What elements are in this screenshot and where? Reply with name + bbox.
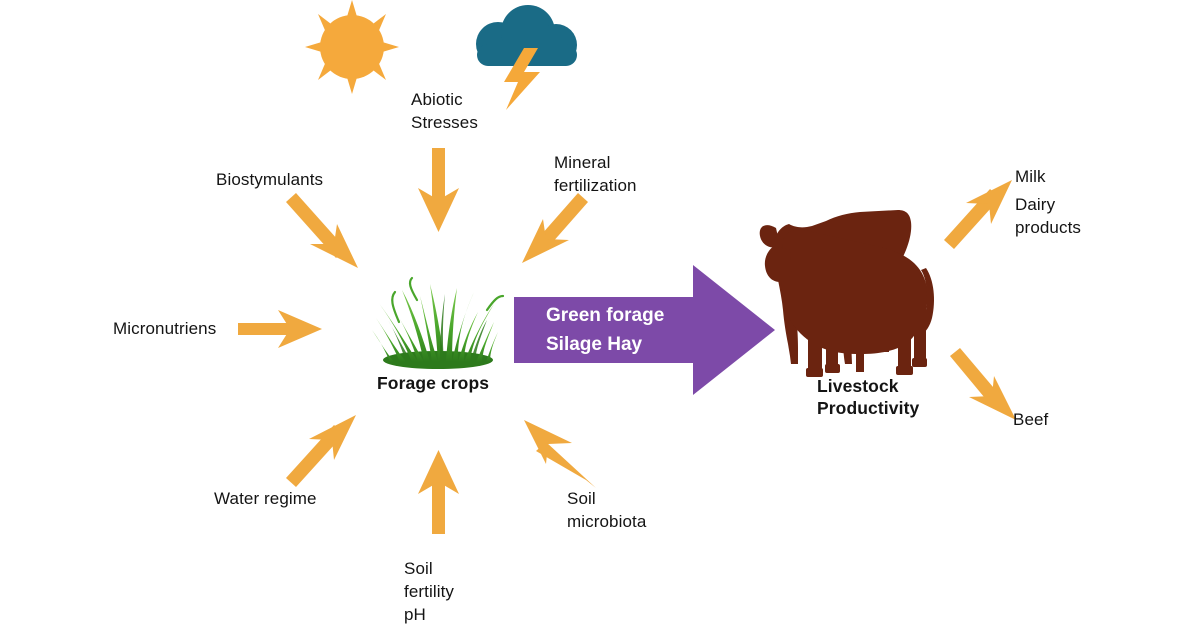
label-water-regime: Water regime xyxy=(214,489,317,508)
arrow-mineral-fertilization xyxy=(522,193,588,263)
label-forage-crops: Forage crops xyxy=(377,373,490,393)
sun-icon xyxy=(305,0,399,94)
label-livestock-productivity: Livestock Productivity xyxy=(817,376,920,418)
arrow-soil-fertility-ph xyxy=(418,450,459,534)
label-beef: Beef xyxy=(1013,410,1049,429)
flow-arrow xyxy=(514,265,775,395)
lightning-bolt-icon xyxy=(504,48,540,110)
label-abiotic-stresses: Abiotic Stresses xyxy=(411,90,478,132)
label-dairy-line2: products xyxy=(1015,218,1082,237)
arrow-abiotic-stresses xyxy=(418,148,459,232)
label-micronutriens: Micronutriens xyxy=(113,319,217,338)
arrow-water-regime xyxy=(286,415,356,487)
cow-silhouette-icon xyxy=(759,210,934,377)
label-soil-microbiota: Soil microbiota xyxy=(567,489,647,531)
label-soil-fertility-ph: Soil fertility pH xyxy=(404,559,455,624)
grass-tuft-icon xyxy=(372,276,505,369)
label-dairy-products: Dairy products xyxy=(1015,193,1081,239)
arrow-beef xyxy=(950,348,1016,420)
label-milk: Milk xyxy=(1015,167,1046,186)
flow-arrow-label: Green forage Silage Hay xyxy=(546,305,665,355)
arrow-micronutriens xyxy=(238,310,322,348)
label-dairy-line1: Dairy xyxy=(1015,195,1056,214)
arrow-biostymulants xyxy=(286,193,358,268)
arrow-soil-microbiota xyxy=(524,420,596,488)
label-biostymulants: Biostymulants xyxy=(216,170,324,189)
storm-cloud-icon xyxy=(476,5,577,110)
label-mineral-fertilization: Mineral fertilization xyxy=(554,153,637,195)
arrow-milk-dairy xyxy=(944,180,1012,249)
